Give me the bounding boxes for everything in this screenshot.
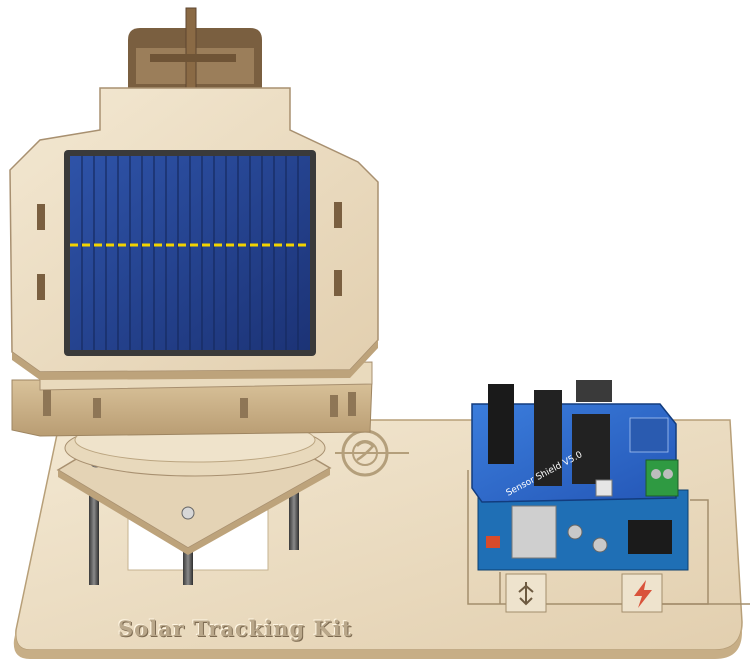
usb-icon bbox=[505, 573, 547, 613]
pin-header-connector bbox=[488, 384, 514, 464]
io-header-block bbox=[572, 414, 610, 484]
engraved-product-title: Solar Tracking Kit bbox=[118, 616, 353, 641]
mast-bracket bbox=[128, 7, 262, 129]
reset-button bbox=[595, 479, 613, 497]
lightning-icon bbox=[621, 573, 663, 613]
sensor-shield: Sensor Shield V5.0 bbox=[471, 380, 679, 503]
top-pin-header bbox=[576, 380, 612, 402]
solar-cell-lines bbox=[81, 156, 299, 350]
screw-terminal bbox=[645, 459, 679, 497]
solar-panel bbox=[64, 150, 316, 356]
arduino-board bbox=[477, 489, 689, 571]
servo-header-block bbox=[534, 390, 562, 486]
